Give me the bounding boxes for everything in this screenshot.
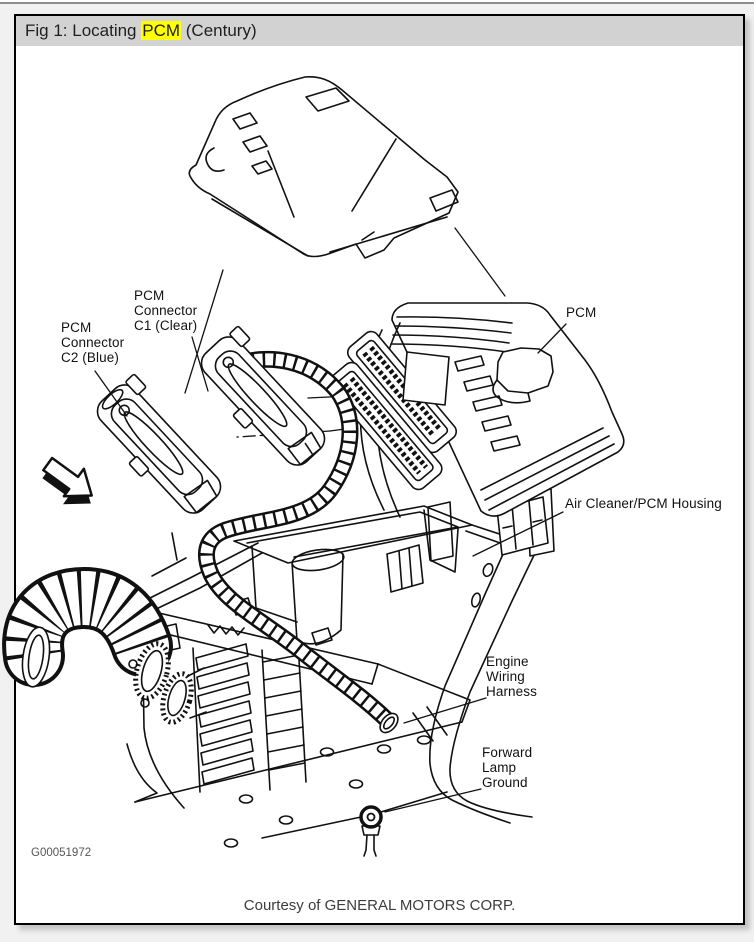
leader-lines	[94, 323, 567, 813]
callout-pcm-connector-c2: PCM Connector C2 (Blue)	[61, 320, 125, 365]
page-top-strip	[0, 0, 754, 2]
figure-title-prefix: Fig 1: Locating	[25, 21, 142, 40]
direction-arrow-icon	[42, 456, 93, 505]
engine-wiring-harness	[198, 350, 399, 734]
credit-line: Courtesy of GENERAL MOTORS CORP.	[243, 897, 516, 914]
connector-c1	[200, 325, 326, 466]
callout-engine-wiring-harness: Engine Wiring Harness	[486, 654, 537, 699]
figure-code: G00051972	[31, 847, 92, 859]
connector-c2	[96, 373, 222, 514]
air-intake-duct	[2, 566, 207, 725]
pcm-module	[236, 302, 625, 518]
alignment-lines	[184, 227, 506, 394]
search-highlight: PCM	[141, 21, 182, 40]
callout-air-cleaner-pcm-housing: Air Cleaner/PCM Housing	[565, 496, 722, 511]
ground-bolt	[359, 805, 383, 857]
air-cleaner-cover	[188, 76, 459, 259]
pcm-latch-pad	[496, 347, 554, 394]
figure-title-suffix: (Century)	[181, 21, 257, 40]
pcm-housing-tray	[233, 501, 531, 645]
figure-title-bar: Fig 1: Locating PCM (Century)	[16, 16, 743, 46]
lower-panel	[126, 663, 471, 857]
page-divider-rule	[0, 2, 754, 4]
callout-pcm: PCM	[566, 305, 597, 320]
pcm-socket-c2	[327, 361, 443, 491]
callout-pcm-connector-c1: PCM Connector C1 (Clear)	[134, 288, 198, 333]
callout-forward-lamp-ground: Forward Lamp Ground	[482, 745, 533, 790]
air-cleaner-box	[139, 532, 379, 809]
